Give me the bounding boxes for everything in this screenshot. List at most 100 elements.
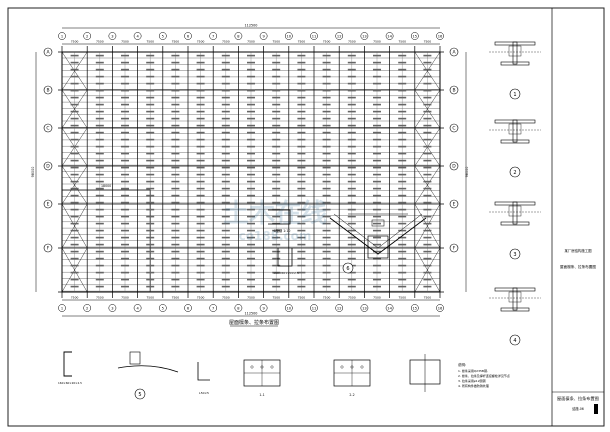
purlin-tag	[322, 201, 331, 204]
purlin-tag	[247, 250, 255, 253]
dim-bay-bottom: 7500	[298, 296, 306, 300]
purlin-tag	[322, 222, 331, 225]
notes-line-3: 3. 拉条采用φ12圆钢	[458, 378, 486, 383]
detail-bolt-group	[508, 45, 522, 57]
purlin-tag	[322, 103, 331, 106]
purlin-tag	[146, 166, 155, 169]
purlin-tag	[398, 103, 407, 106]
notes: 说明: 1. 檩条采用Q235B钢, 2. 檩条、拉条及撑杆连接螺栓详见节点 3…	[458, 362, 510, 388]
purlin-tag	[70, 166, 79, 169]
column-label-top: 3	[111, 34, 113, 38]
purlin-tag	[423, 187, 432, 190]
c-profile	[63, 351, 72, 377]
section-marker-label: 3	[513, 252, 516, 258]
column-label-top: 2	[86, 34, 88, 38]
purlin-tag	[322, 166, 331, 169]
section-marker-bubble	[509, 248, 521, 260]
purlin-tag	[70, 159, 79, 162]
purlin-tag	[247, 229, 255, 232]
column-bubble-top	[83, 32, 92, 40]
purlin-tag	[297, 285, 306, 288]
purlin-tag	[347, 138, 356, 141]
purlin-tag	[247, 68, 255, 71]
purlin-tag	[347, 117, 356, 120]
purlin-tag	[297, 61, 306, 64]
purlin-tag	[121, 257, 129, 260]
axis-bubble-left	[43, 161, 53, 171]
purlin-tag	[247, 222, 255, 225]
purlin-tag	[272, 173, 281, 176]
column-bubble-top	[133, 32, 142, 40]
axis-label-left: C	[46, 126, 49, 132]
purlin-tag	[221, 243, 230, 246]
purlin-tag	[297, 201, 306, 204]
purlin-tag	[171, 68, 180, 71]
purlin-tag	[146, 96, 155, 99]
purlin-tag	[423, 236, 432, 239]
purlin-tag	[297, 187, 306, 190]
column-label-top: 16	[438, 34, 443, 38]
purlin-tag	[121, 75, 129, 78]
column-bubble-bottom	[385, 304, 394, 312]
purlin-tag	[347, 215, 356, 218]
purlin-tag	[171, 229, 180, 232]
purlin-tag	[347, 131, 356, 134]
purlin-tag	[196, 75, 205, 78]
bracing-line	[414, 89, 441, 129]
dim-bay-bottom: 7500	[424, 296, 432, 300]
purlin-tag	[70, 117, 79, 120]
dim-bay-top: 7500	[398, 40, 406, 44]
purlin-tag	[423, 208, 432, 211]
axis-bubble-right	[449, 85, 459, 95]
purlin-tag	[171, 124, 180, 127]
dim-bay-top: 7500	[323, 40, 331, 44]
purlin-tag	[347, 278, 356, 281]
purlin-tag	[70, 96, 79, 99]
purlin-tag	[297, 117, 306, 120]
purlin-tag	[171, 264, 180, 267]
axis-label-right: B	[452, 88, 455, 94]
purlin-tag	[297, 89, 306, 92]
purlin-tag	[171, 166, 180, 169]
purlin-tag	[398, 89, 407, 92]
purlin-tag	[70, 89, 79, 92]
section-marker-label: 4	[513, 338, 516, 344]
column-bubble-top	[184, 32, 192, 40]
column-bubble-bottom	[335, 304, 344, 312]
purlin-tag	[423, 243, 432, 246]
purlin-tag	[171, 278, 180, 281]
purlin-tag	[171, 215, 180, 218]
purlin-tag	[322, 187, 331, 190]
purlin-tag	[196, 236, 205, 239]
dim-bay-top: 7500	[197, 40, 205, 44]
purlin-tag	[247, 131, 255, 134]
purlin-tag	[70, 61, 79, 64]
purlin-tag	[221, 152, 230, 155]
axis-bubble-right	[449, 199, 459, 209]
purlin-tag	[196, 194, 205, 197]
purlin-tag	[347, 124, 356, 127]
column-label-bottom: 16	[438, 306, 443, 310]
purlin-tag	[423, 152, 432, 155]
purlin-tag	[171, 285, 180, 288]
purlin-tag	[95, 152, 104, 155]
purlin-tag	[121, 131, 129, 134]
purlin-tag	[95, 201, 104, 204]
purlin-tag	[146, 236, 155, 239]
purlin-tag	[196, 250, 205, 253]
detail-plate	[500, 221, 530, 226]
dim-depth-right: 98000	[465, 167, 469, 178]
purlin-tag	[121, 180, 129, 183]
purlin-tag	[146, 61, 155, 64]
purlin-tag	[272, 82, 281, 85]
purlin-tag	[398, 117, 407, 120]
column-label-top: 6	[187, 34, 190, 38]
purlin-tag	[146, 243, 155, 246]
purlin-tag	[70, 124, 79, 127]
purlin-tag	[221, 145, 230, 148]
purlin-tag	[70, 82, 79, 85]
purlin-tag	[95, 173, 104, 176]
purlin-tag	[196, 103, 205, 106]
axis-bubble-left	[43, 47, 53, 57]
purlin-tag	[272, 180, 281, 183]
